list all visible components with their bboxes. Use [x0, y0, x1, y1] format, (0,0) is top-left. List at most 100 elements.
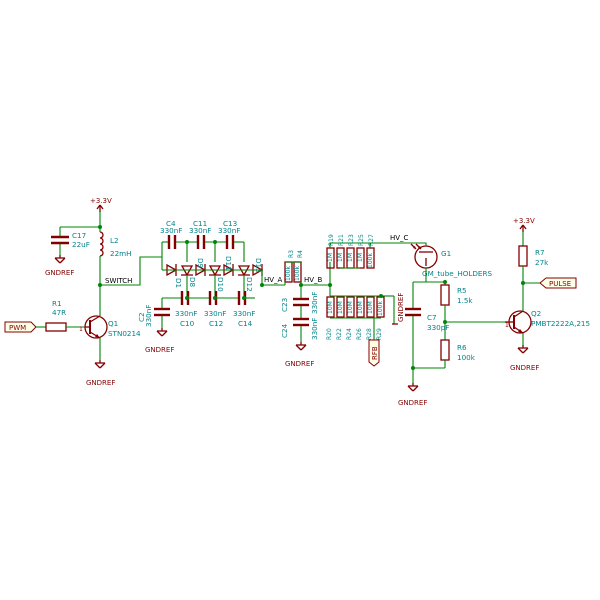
gnd-symbol-rstring: GNDREF [392, 293, 405, 325]
c7-ref: C7 [427, 313, 437, 322]
q2-pin-1: 1 [505, 322, 509, 329]
r20-value: 10M [327, 301, 334, 314]
transistor-q1: 1 Q1 STN0214 [79, 315, 141, 339]
r25-ref: R25 [358, 234, 365, 246]
r20-ref: R20 [326, 328, 333, 340]
r7-value: 27k [535, 258, 549, 267]
gnd-symbol-c2: GNDREF [145, 328, 174, 354]
c12-value: 330nF [204, 309, 226, 318]
r19-value: 1M [327, 253, 334, 262]
r24-ref: R24 [346, 328, 353, 340]
r23-value: 1M [347, 253, 354, 262]
port-rfb-label: RFB [371, 346, 379, 360]
c2-value: 330nF [144, 305, 153, 327]
c7-value: 330pF [427, 323, 449, 332]
diode-d1: D1 [166, 263, 183, 288]
capacitor-c4: C4 330nF [160, 219, 182, 249]
gnd-label-q2: GNDREF [510, 364, 539, 372]
r26-ref: R26 [356, 328, 363, 340]
resistor-r4: R4 100k [293, 250, 304, 283]
r23-ref: R23 [348, 234, 355, 246]
net-label-switch: SWITCH [105, 277, 132, 285]
c13-ref: C13 [223, 219, 237, 228]
port-pulse[interactable]: PULSE [539, 277, 577, 289]
r3-value: 100k [285, 266, 292, 281]
r22-ref: R22 [336, 328, 343, 340]
g1-ref: G1 [441, 249, 451, 258]
gnd-symbol-q1: GNDREF [86, 360, 115, 387]
port-rfb[interactable]: RFB [368, 339, 380, 367]
l2-ref: L2 [110, 236, 119, 245]
r21-value: 1M [337, 253, 344, 262]
capacitor-c24: C24 330nF [280, 318, 319, 340]
power-flag-3v3-right: +3.3V [513, 217, 535, 232]
l2-value: 22mH [110, 249, 132, 258]
c10-value: 330nF [175, 309, 197, 318]
gnd-label-c17: GNDREF [45, 269, 74, 277]
resistor-r19: R19 1M [326, 234, 335, 269]
gnd-label-c2: GNDREF [145, 346, 174, 354]
c10-ref: C10 [180, 319, 195, 328]
r27-ref: R27 [368, 234, 375, 246]
r5-value: 1.5k [457, 296, 473, 305]
resistor-r7: R7 27k [518, 245, 549, 267]
diode-d9: D9 [195, 258, 207, 277]
transistor-q2: 1 Q2 PMBT2222A,215 [505, 309, 590, 334]
resistor-r24: R24 10M [346, 296, 355, 340]
c24-ref: C24 [280, 323, 289, 338]
port-pwm-label: PWM [9, 324, 26, 332]
resistor-r20: R20 10M [326, 296, 335, 340]
d9-ref: D9 [196, 258, 205, 269]
r3-ref: R3 [288, 250, 295, 258]
resistor-r23: R23 1M [346, 234, 355, 269]
resistor-r27: R27 100k [366, 234, 375, 269]
r21-ref: R21 [338, 234, 345, 246]
r6-ref: R6 [457, 343, 467, 352]
resistor-r26: R26 10M [356, 296, 365, 340]
r29-ref: R29 [376, 328, 383, 340]
resistor-r28: R28 10M [366, 296, 375, 340]
r22-value: 10M [337, 301, 344, 314]
r29-value: 100k [377, 301, 384, 316]
gnd-label-c24: GNDREF [285, 360, 314, 368]
r4-value: 100k [294, 266, 301, 281]
capacitor-c13: C13 330nF [218, 219, 240, 249]
gm-tube-g1: G1 GM_tube_HOLDERS [410, 243, 492, 278]
c24-value: 330nF [310, 318, 319, 340]
d10-ref: D10 [216, 277, 225, 292]
net-label-hv-a: HV_A [264, 276, 283, 284]
c2-ref: C2 [137, 312, 146, 322]
c17-value: 22uF [72, 240, 90, 249]
c23-value: 330nF [310, 292, 319, 314]
resistor-r6: R6 100k [440, 339, 476, 362]
q2-value: PMBT2222A,215 [531, 319, 590, 328]
r28-value: 10M [367, 301, 374, 314]
capacitor-c2: C2 330nF [137, 305, 170, 327]
gnd-label-c7: GNDREF [398, 399, 427, 407]
resistor-r5: R5 1.5k [440, 284, 473, 306]
power-flag-3v3-left: +3.3V [90, 197, 112, 212]
gnd-label-rstring: GNDREF [397, 293, 405, 322]
gnd-symbol-c17: GNDREF [45, 255, 74, 277]
diode-d11: D11 [223, 256, 235, 277]
c11-value: 330nF [189, 226, 211, 235]
capacitor-c11: C11 330nF [189, 219, 211, 249]
q1-value: STN0214 [108, 329, 141, 338]
r1-value: 47R [52, 308, 66, 317]
d8-ref: D8 [188, 277, 197, 288]
gnd-symbol-q2: GNDREF [510, 345, 539, 372]
r5-ref: R5 [457, 286, 467, 295]
c12-ref: C12 [209, 319, 223, 328]
gm-tube-holder-label: GM_tube_HOLDERS [422, 269, 492, 278]
resistor-r1: R1 47R [45, 299, 67, 332]
net-label-hv-c: HV_C [390, 234, 409, 242]
d13-ref: D13 [254, 258, 263, 273]
capacitor-c23: C23 330nF [280, 292, 319, 314]
r25-value: 1M [357, 253, 364, 262]
gnd-symbol-c7: GNDREF [398, 383, 427, 407]
port-pwm[interactable]: PWM [4, 321, 37, 333]
gnd-label-q1: GNDREF [86, 379, 115, 387]
inductor-l2: L2 22mH [99, 231, 132, 258]
c14-ref: C14 [238, 319, 253, 328]
resistor-r22: R22 10M [336, 296, 345, 340]
